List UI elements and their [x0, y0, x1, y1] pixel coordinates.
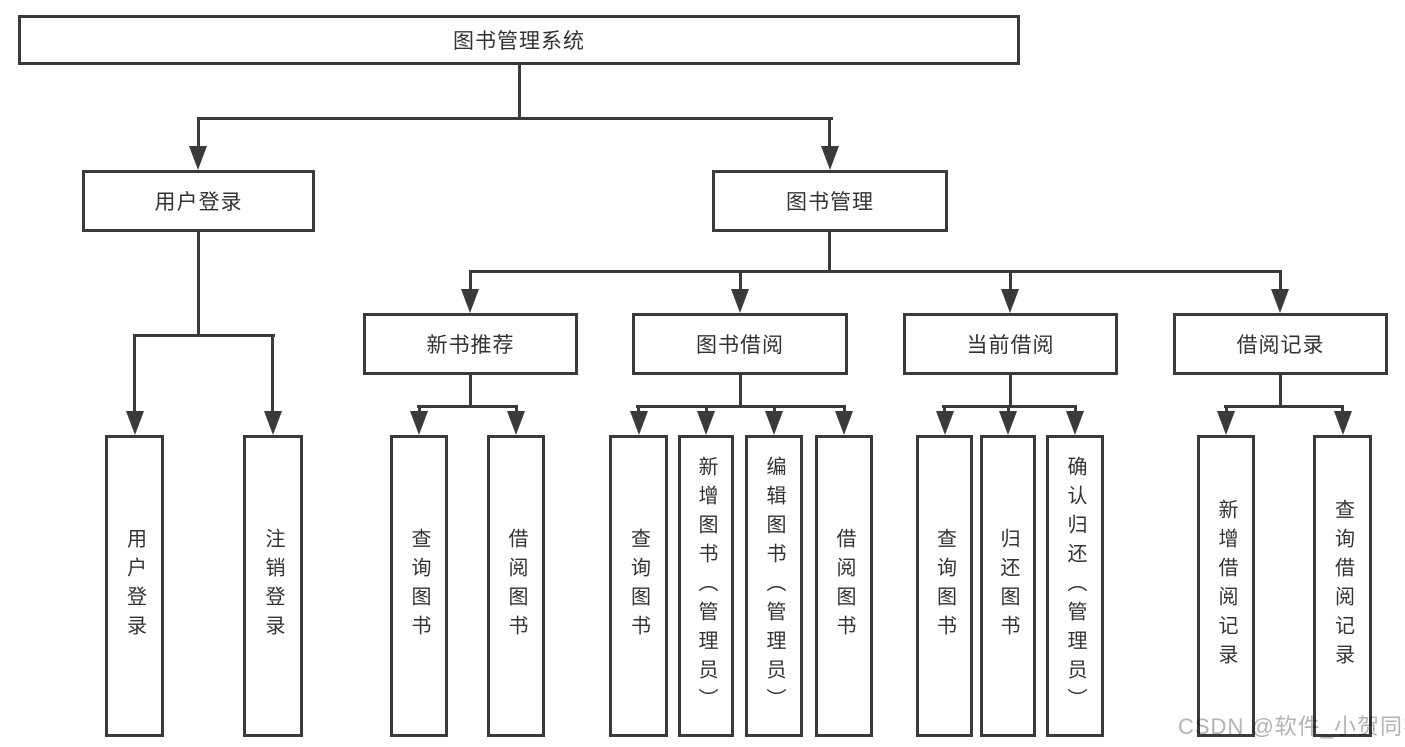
connector-line	[739, 270, 742, 292]
connector-line	[943, 405, 946, 414]
node-label: 查询图书	[408, 528, 430, 644]
arrow-down-icon	[1334, 411, 1352, 435]
arrow-down-icon	[410, 411, 428, 435]
node-current-borrowing: 当前借阅	[903, 313, 1118, 375]
node-leaf-add-borrow-record: 新增借阅记录	[1197, 435, 1255, 737]
node-label: 编辑图书（管理员）	[763, 455, 785, 717]
connector-line	[469, 270, 472, 292]
node-leaf-query-books-recommend: 查询图书	[390, 435, 448, 737]
connector-line	[739, 375, 742, 408]
connector-line	[828, 232, 831, 272]
node-leaf-edit-books-admin: 编辑图书（管理员）	[745, 435, 803, 737]
arrow-down-icon	[264, 411, 282, 435]
connector-line	[133, 334, 275, 337]
arrow-down-icon	[1066, 411, 1084, 435]
arrow-down-icon	[126, 411, 144, 435]
connector-line	[636, 405, 846, 408]
node-label: 查询图书	[933, 528, 956, 644]
node-new-book-recommendation: 新书推荐	[363, 313, 578, 375]
node-label: 归还图书	[997, 528, 1019, 644]
connector-line	[1225, 405, 1228, 414]
connector-line	[197, 117, 833, 120]
arrow-down-icon	[765, 411, 783, 435]
connector-line	[1341, 405, 1344, 414]
node-leaf-logout: 注销登录	[243, 435, 303, 737]
connector-line	[1279, 375, 1282, 408]
connector-line	[773, 405, 776, 414]
connector-line	[1009, 375, 1012, 408]
arrow-down-icon	[1001, 289, 1019, 313]
arrow-down-icon	[1217, 411, 1235, 435]
node-leaf-query-books-current: 查询图书	[916, 435, 973, 737]
node-label: 借阅记录	[1236, 334, 1325, 357]
arrow-down-icon	[507, 411, 525, 435]
node-label: 用户登录	[123, 528, 146, 644]
node-label: 新增图书（管理员）	[695, 455, 717, 717]
node-label: 借阅图书	[833, 528, 855, 644]
connector-line	[418, 405, 421, 414]
node-system-root: 图书管理系统	[18, 15, 1020, 65]
node-label: 借阅图书	[505, 528, 527, 644]
arrow-down-icon	[189, 146, 207, 170]
node-book-borrowing: 图书借阅	[632, 313, 848, 375]
node-label: 图书管理	[786, 191, 874, 214]
node-label: 注销登录	[262, 528, 284, 644]
arrow-down-icon	[697, 411, 715, 435]
connector-line	[469, 375, 472, 408]
arrow-down-icon	[630, 411, 648, 435]
connector-line	[197, 117, 200, 149]
connector-line	[271, 334, 274, 414]
connector-line	[1007, 405, 1010, 414]
node-label: 图书借阅	[696, 334, 784, 357]
node-label: 新增借阅记录	[1215, 499, 1237, 673]
connector-line	[828, 117, 831, 149]
arrow-down-icon	[1271, 289, 1289, 313]
node-borrowing-records: 借阅记录	[1173, 313, 1388, 375]
node-leaf-user-login: 用户登录	[105, 435, 164, 737]
connector-line	[1279, 270, 1282, 292]
node-label: 当前借阅	[966, 334, 1055, 357]
node-leaf-borrow-books-recommend: 借阅图书	[487, 435, 545, 737]
node-leaf-borrow-books-borrowing: 借阅图书	[815, 435, 873, 737]
node-leaf-confirm-return-admin: 确认归还（管理员）	[1046, 435, 1104, 737]
node-leaf-return-books: 归还图书	[980, 435, 1036, 737]
node-leaf-query-books-borrowing: 查询图书	[609, 435, 668, 737]
arrow-down-icon	[999, 411, 1017, 435]
arrow-down-icon	[936, 411, 954, 435]
arrow-down-icon	[731, 289, 749, 313]
node-leaf-query-borrow-record: 查询借阅记录	[1313, 435, 1372, 737]
connector-line	[1074, 405, 1077, 414]
arrow-down-icon	[835, 411, 853, 435]
connector-line	[843, 405, 846, 414]
node-user-login: 用户登录	[82, 170, 315, 232]
connector-line	[197, 232, 200, 336]
connector-line	[1224, 405, 1343, 408]
node-label: 图书管理系统	[453, 30, 585, 53]
connector-line	[518, 65, 521, 119]
arrow-down-icon	[821, 146, 839, 170]
node-book-management: 图书管理	[712, 170, 948, 232]
node-label: 查询图书	[627, 528, 650, 644]
connector-line	[515, 405, 518, 414]
connector-line	[417, 405, 518, 408]
node-label: 确认归还（管理员）	[1064, 455, 1086, 717]
connector-line	[705, 405, 708, 414]
node-label: 查询借阅记录	[1331, 499, 1354, 673]
connector-line	[637, 405, 640, 414]
connector-line	[133, 334, 136, 414]
arrow-down-icon	[461, 289, 479, 313]
connector-line	[469, 270, 1282, 273]
node-label: 用户登录	[154, 191, 243, 214]
connector-line	[1009, 270, 1012, 292]
csdn-watermark: CSDN @软件_小贺同学	[1178, 714, 1405, 739]
node-leaf-add-books-admin: 新增图书（管理员）	[678, 435, 734, 737]
node-label: 新书推荐	[426, 334, 515, 357]
